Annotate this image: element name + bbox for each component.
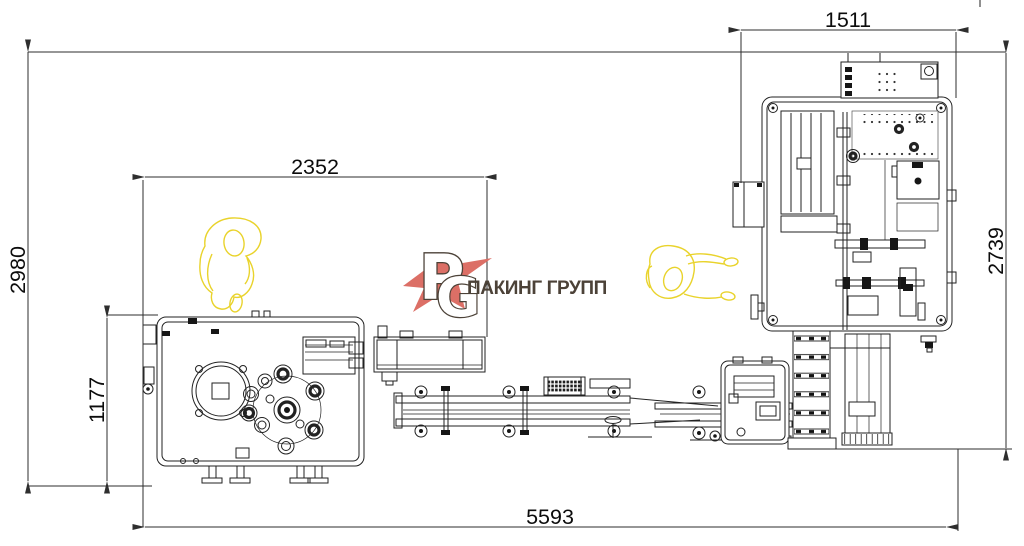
dimension-overall-length: 5593 (132, 505, 959, 530)
logo-star-mark (403, 252, 492, 312)
labelling-station (302, 336, 364, 375)
logo-company-name: ПАКИНГ ГРУПП (467, 278, 607, 299)
left-protrusion-box (732, 181, 765, 228)
handwheel (750, 294, 765, 320)
operator-figure-right (645, 244, 739, 301)
dim-left-section-width-value: 2352 (291, 155, 339, 179)
magazine-block (780, 110, 838, 233)
labeller-machine (142, 310, 365, 484)
dim-right-section-depth-value: 2739 (984, 227, 1008, 275)
company-logo: P G ПАКИНГ ГРУПП (403, 240, 607, 330)
discharge-machine (709, 356, 790, 445)
dim-top-width-value: 1511 (825, 8, 871, 32)
cartoner-machine (732, 0, 981, 332)
logo-letter-g: G (436, 266, 480, 329)
central-column (836, 112, 886, 330)
dim-overall-length-value: 5593 (526, 505, 574, 529)
dim-overall-depth-value: 2980 (6, 246, 30, 294)
control-box (891, 160, 940, 232)
grate-unit (543, 376, 586, 396)
infeed-table (373, 325, 486, 386)
valve-handle (588, 416, 652, 438)
machine-feet (201, 465, 329, 484)
tank (191, 361, 251, 421)
turret (240, 364, 325, 455)
conveyor-wheels (414, 385, 621, 438)
dotted-panel (851, 110, 939, 160)
top-protrusion (840, 53, 939, 99)
dimension-top-width: 1511 (728, 8, 969, 33)
dimension-overall-depth: 2980 (6, 39, 31, 494)
dimension-left-section-width: 2352 (132, 155, 497, 180)
main-conveyor (393, 376, 652, 438)
logo-letter-p: P (419, 241, 464, 314)
operator-figure-left (199, 217, 262, 313)
dim-labeller-depth-value: 1177 (85, 377, 109, 423)
dimension-right-section-depth: 2739 (984, 40, 1009, 461)
dimension-extension-lines (28, 32, 1012, 531)
outfeed-strips (830, 333, 937, 446)
clamp-bracket (920, 335, 937, 353)
drive-assembly (834, 238, 926, 321)
dimension-labeller-depth: 1177 (85, 305, 110, 494)
